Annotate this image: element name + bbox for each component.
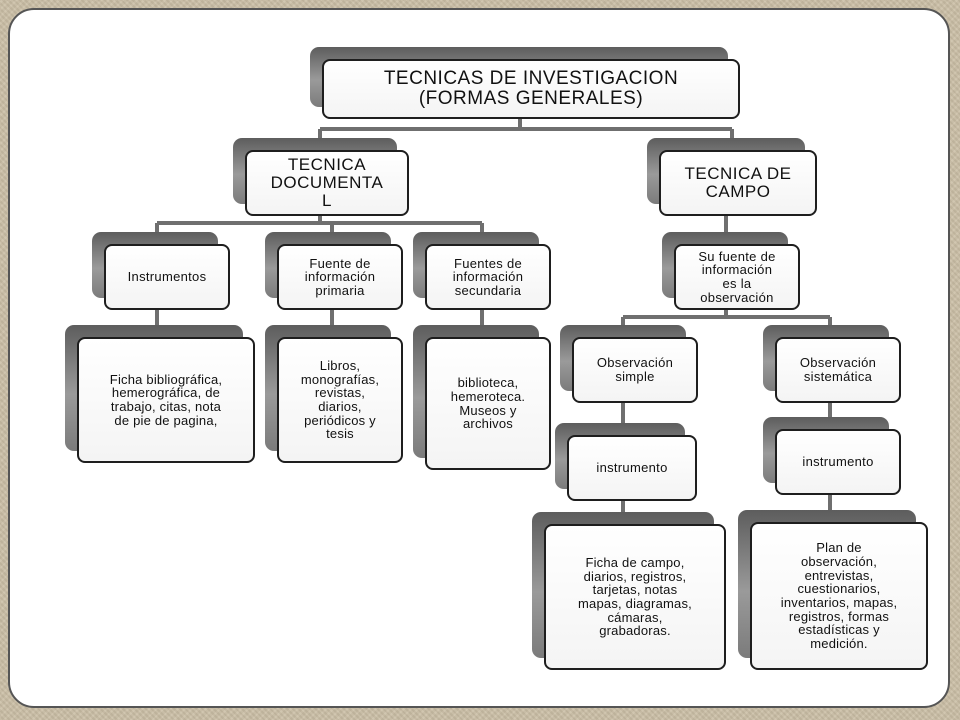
node-label: Observación simple	[572, 337, 698, 403]
node-label: Ficha bibliográfica, hemerográfica, de t…	[77, 337, 255, 463]
node-text: Plan de observación, entrevistas, cuesti…	[780, 540, 898, 651]
node-su-fuente: Su fuente de información es la observaci…	[662, 232, 800, 310]
node-fuentes-secundaria: Fuentes de información secundaria	[413, 232, 551, 310]
slide-frame: TECNICAS DE INVESTIGACION (FORMAS GENERA…	[8, 8, 950, 708]
node-ficha-campo: Ficha de campo, diarios, registros, tarj…	[532, 512, 726, 670]
node-instrumento-simple: instrumento	[555, 423, 697, 501]
node-label: TECNICA DOCUMENTA L	[245, 150, 409, 216]
node-label: Instrumentos	[104, 244, 230, 310]
node-text: TECNICA DOCUMENTA L	[270, 155, 384, 210]
node-text: biblioteca, hemeroteca. Museos y archivo…	[450, 375, 526, 432]
node-text: instrumento	[802, 454, 874, 470]
node-label: Plan de observación, entrevistas, cuesti…	[750, 522, 928, 670]
node-text: Fuente de información primaria	[304, 255, 376, 298]
node-text: Ficha de campo, diarios, registros, tarj…	[578, 555, 692, 639]
node-text: Libros, monografías, revistas, diarios, …	[300, 358, 380, 442]
node-text: Instrumentos	[127, 269, 207, 285]
node-observacion-sistematica: Observación sistemática	[763, 325, 901, 403]
node-instrumento-sistematica: instrumento	[763, 417, 901, 495]
node-ficha-bibliografica: Ficha bibliográfica, hemerográfica, de t…	[65, 325, 255, 463]
connector-lines	[155, 119, 832, 512]
node-label: instrumento	[567, 435, 697, 501]
node-tecnica-documental: TECNICA DOCUMENTA L	[233, 138, 409, 216]
node-label: Ficha de campo, diarios, registros, tarj…	[544, 524, 726, 670]
node-label: instrumento	[775, 429, 901, 495]
node-label: TECNICA DE CAMPO	[659, 150, 817, 216]
node-text: instrumento	[596, 460, 668, 476]
node-label: Su fuente de información es la observaci…	[674, 244, 800, 310]
node-text: TECNICA DE CAMPO	[684, 164, 792, 201]
node-text: Su fuente de información es la observaci…	[698, 248, 776, 305]
node-label: Observación sistemática	[775, 337, 901, 403]
node-label: TECNICAS DE INVESTIGACION (FORMAS GENERA…	[322, 59, 740, 119]
node-label: Fuentes de información secundaria	[425, 244, 551, 310]
node-label: biblioteca, hemeroteca. Museos y archivo…	[425, 337, 551, 470]
node-observacion-simple: Observación simple	[560, 325, 698, 403]
node-label: Fuente de información primaria	[277, 244, 403, 310]
node-text: Ficha bibliográfica, hemerográfica, de t…	[109, 371, 223, 428]
node-text: Fuentes de información secundaria	[452, 255, 524, 298]
node-label: Libros, monografías, revistas, diarios, …	[277, 337, 403, 463]
node-text: Observación sistemática	[799, 355, 877, 384]
node-text: TECNICAS DE INVESTIGACION (FORMAS GENERA…	[383, 68, 679, 109]
node-biblioteca: biblioteca, hemeroteca. Museos y archivo…	[413, 325, 551, 470]
node-tecnica-campo: TECNICA DE CAMPO	[647, 138, 817, 216]
hierarchy-diagram: TECNICAS DE INVESTIGACION (FORMAS GENERA…	[60, 45, 928, 672]
node-plan-observacion: Plan de observación, entrevistas, cuesti…	[738, 510, 928, 670]
node-root: TECNICAS DE INVESTIGACION (FORMAS GENERA…	[310, 47, 740, 119]
node-text: Observación simple	[596, 355, 674, 384]
node-fuente-primaria: Fuente de información primaria	[265, 232, 403, 310]
node-libros: Libros, monografías, revistas, diarios, …	[265, 325, 403, 463]
node-instrumentos: Instrumentos	[92, 232, 230, 310]
